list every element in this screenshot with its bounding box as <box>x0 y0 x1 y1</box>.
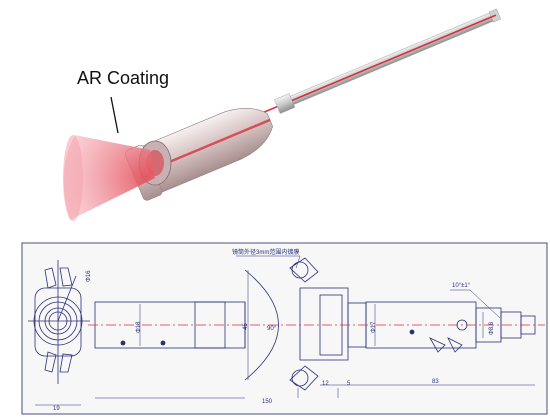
render-panel <box>63 8 502 221</box>
dimension-lines <box>35 255 535 406</box>
dim-dia-18: Φ18 <box>136 321 142 333</box>
dim-len-83: 83 <box>432 379 439 385</box>
dim-dia-17: Φ17 <box>371 321 377 333</box>
dim-angle-90: 90° <box>267 326 277 332</box>
coating-note: 镜筒外径3mm范围内镀膜 <box>232 250 300 256</box>
end-view <box>28 260 90 384</box>
dim-len-45: 45 <box>243 323 249 330</box>
dim-len-19: 19 <box>53 406 60 412</box>
dim-dia-top-left: Φ16 <box>86 270 92 282</box>
dim-len-12: 12 <box>322 381 329 387</box>
dim-len-5: 5 <box>347 381 351 387</box>
dim-len-150: 150 <box>262 399 273 405</box>
dim-angle-top-right: 10°±1° <box>452 283 471 289</box>
drawing-panel <box>21 242 548 415</box>
ar-coating-label: AR Coating <box>77 68 170 88</box>
dim-dia-right: Φ8.6 <box>489 321 495 335</box>
beam-cone <box>63 135 155 220</box>
ar-coating-pointer <box>110 96 119 134</box>
